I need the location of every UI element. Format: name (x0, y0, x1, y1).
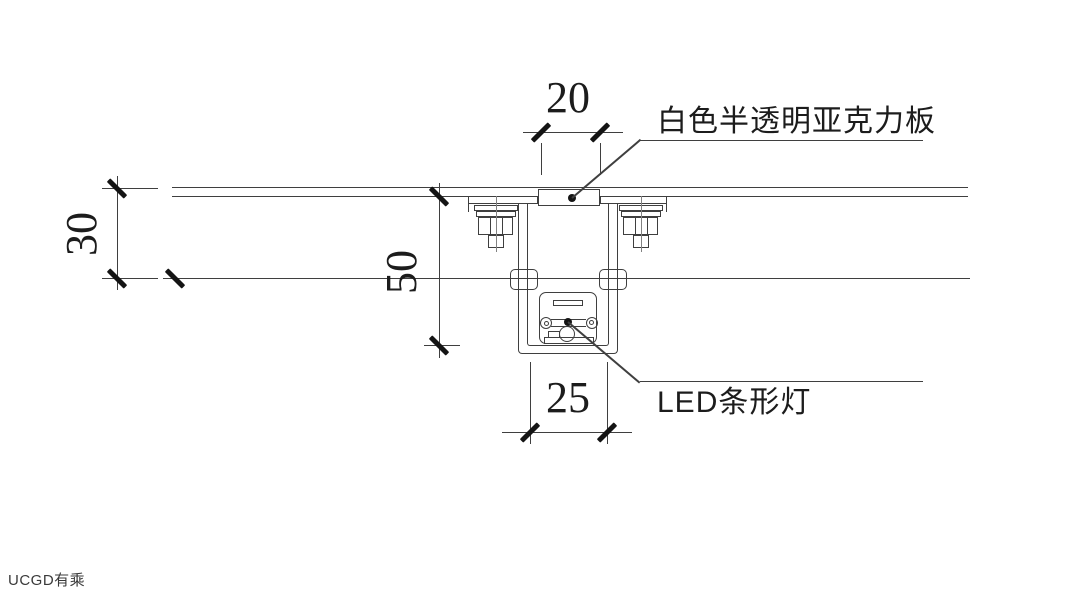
led-screw-left-inner (544, 321, 549, 326)
led-base-step (548, 331, 560, 338)
clamp-left (510, 269, 538, 290)
bolt-right-nut-facet (647, 217, 648, 235)
bracket-lip-left (468, 204, 469, 212)
dim30-value: 30 (57, 212, 106, 256)
channel-inner-profile (527, 204, 609, 346)
acrylic-leader-diagonal (571, 138, 642, 199)
dim25-value: 25 (546, 373, 590, 422)
led-screw-left (540, 317, 552, 329)
dim30-line (117, 176, 118, 290)
bracket-lip-right (666, 204, 667, 212)
dim20-ext-right (600, 143, 601, 175)
bolt-left-nut (478, 217, 513, 235)
dim30-ext-bottom (102, 278, 158, 279)
bolt-right-nut-facet (635, 217, 636, 235)
bolt-right-centerline (641, 196, 642, 252)
led-screw-right (586, 317, 598, 329)
dim50-line (439, 183, 440, 358)
lower-plane-line (163, 278, 970, 279)
bolt-right-nut (623, 217, 658, 235)
ceiling-top-line (172, 187, 968, 188)
watermark: UCGD有乘 (8, 572, 86, 589)
led-screw-right-inner (589, 320, 594, 325)
channel-outer-profile (518, 204, 618, 354)
dim50-value: 50 (377, 250, 426, 294)
ceiling-bottom-line-right (667, 196, 968, 197)
bolt-left-nut-facet (502, 217, 503, 235)
dim20-ext-left (541, 143, 542, 175)
dim30-ext-top (102, 188, 158, 189)
clamp-right (599, 269, 627, 290)
led-base-plate (544, 337, 594, 344)
hanger-bracket-right (600, 196, 667, 204)
led-fixture-slot (553, 300, 583, 306)
dim25-line (502, 432, 632, 433)
dim20-line (523, 132, 623, 133)
acrylic-panel (538, 189, 600, 206)
bolt-left-centerline (496, 196, 497, 252)
led-leader-underline (640, 381, 923, 382)
led-label: LED条形灯 (657, 386, 812, 419)
dim20-value: 20 (546, 73, 590, 122)
bolt-left-nut-facet (490, 217, 491, 235)
hanger-bracket-left (468, 196, 538, 204)
acrylic-leader-underline (640, 140, 923, 141)
dim25-ext-right (607, 362, 608, 444)
dim25-ext-left (530, 362, 531, 444)
ceiling-bottom-line-left (172, 196, 468, 197)
acrylic-label: 白色半透明亚克力板 (657, 105, 936, 138)
